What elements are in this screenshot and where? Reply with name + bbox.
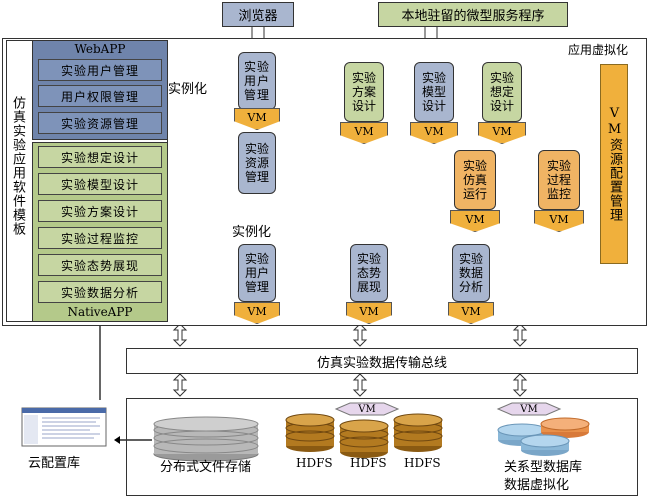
service-analysis: 实验数据分析	[452, 244, 490, 302]
dfs-disks-icon	[153, 416, 259, 462]
hdfs-disks-icon	[285, 413, 443, 458]
vm-badge-native-user: VM	[234, 302, 280, 324]
local-service-label: 本地驻留的微型服务程序	[401, 9, 545, 24]
service-web-resource-mgmt: 实验资源管理	[238, 132, 276, 194]
relational-label-1: 关系型数据库	[504, 460, 583, 475]
hdfs-label-2: HDFS	[350, 456, 387, 470]
service-plan: 实验方案设计	[344, 62, 384, 122]
service-web-user-mgmt: 实验用户管理	[238, 52, 276, 110]
vm-badge-model: VM	[410, 122, 458, 144]
data-bus-label: 仿真实验数据传输总线	[316, 355, 447, 371]
vm-badge-monitor: VM	[534, 210, 584, 232]
vm-badge-situation: VM	[346, 302, 392, 324]
web-item-permission-mgmt: 用户权限管理	[38, 85, 162, 107]
service-situation: 实验态势展现	[350, 244, 388, 302]
vm-badge-plan: VM	[340, 122, 388, 144]
config-db-label: 云配置库	[28, 456, 81, 471]
webapp-title: WebAPP	[74, 42, 126, 56]
vm-resource-manager: VM资源配置管理	[600, 64, 628, 264]
native-item-analysis: 实验数据分析	[38, 281, 162, 303]
virtualization-label: 应用虚拟化	[568, 43, 629, 57]
vm-badge-scenario: VM	[478, 122, 526, 144]
web-item-resource-mgmt: 实验资源管理	[38, 112, 162, 134]
vm-badge-web-user: VM	[234, 108, 280, 130]
hdfs-label-1: HDFS	[296, 456, 333, 470]
native-item-monitor: 实验过程监控	[38, 227, 162, 249]
storage-region	[126, 398, 638, 496]
vm-badge-storage-1: VM	[358, 403, 376, 415]
vm-badge-run: VM	[450, 210, 500, 232]
config-db-icon	[21, 407, 107, 447]
relational-db-icon	[497, 417, 590, 456]
hdfs-label-3: HDFS	[404, 456, 441, 470]
template-side-label: 仿真实验应用软件模板	[10, 96, 25, 236]
vm-badge-analysis: VM	[448, 302, 494, 324]
service-scenario: 实验想定设计	[482, 62, 522, 122]
local-service-box: 本地驻留的微型服务程序	[378, 2, 568, 27]
native-item-model: 实验模型设计	[38, 173, 162, 195]
service-model: 实验模型设计	[414, 62, 454, 122]
native-item-plan: 实验方案设计	[38, 200, 162, 222]
native-item-situation: 实验态势展现	[38, 254, 162, 276]
browser-label: 浏览器	[238, 9, 278, 24]
instantiate-big-label: 实例化	[232, 225, 272, 240]
data-bus: 仿真实验数据传输总线	[126, 348, 638, 374]
web-item-user-mgmt: 实验用户管理	[38, 59, 162, 81]
service-native-user-mgmt: 实验用户管理	[238, 244, 276, 302]
vm-badge-storage-2: VM	[520, 403, 538, 415]
nativeapp-title: NativeAPP	[67, 305, 133, 319]
native-item-scenario: 实验想定设计	[38, 146, 162, 168]
service-monitor: 实验过程监控	[538, 150, 580, 210]
relational-label-2: 数据虚拟化	[504, 478, 570, 493]
instantiate-small-label: 实例化	[168, 82, 208, 97]
service-run: 实验仿真运行	[454, 150, 496, 210]
dfs-label: 分布式文件存储	[160, 460, 252, 475]
browser-box: 浏览器	[222, 2, 294, 27]
